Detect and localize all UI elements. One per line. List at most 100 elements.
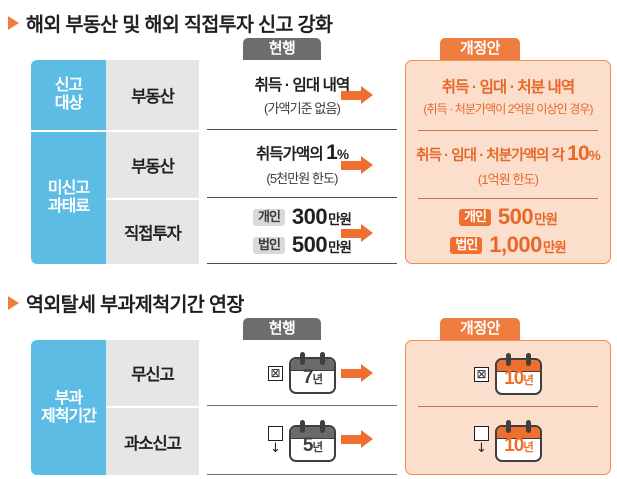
arrow-head <box>361 156 373 174</box>
down-arrow-icon: ↓ <box>270 441 281 456</box>
chip-individual: 개인 <box>459 208 491 226</box>
calendar-group-current-2: ↓ 5년 <box>268 419 336 462</box>
sublabel-row-1: 부동산 <box>106 60 199 130</box>
calendar-ring-left-icon <box>506 353 511 366</box>
blue-label-reporting-target-line1: 신고 <box>54 77 83 95</box>
current-row1-sub: (가액기준 없음) <box>264 101 341 116</box>
table-reporting-requirements: 신고 대상 미신고 과태료 부동산 부동산 직접투자 취득 · 임대 내역 (가… <box>31 60 611 264</box>
triangle-bullet-icon <box>8 295 19 310</box>
calendar-group-current-1: ⊠ 7년 <box>268 352 336 394</box>
calendar-year-unit: 년 <box>312 441 323 454</box>
divider <box>418 405 598 407</box>
calendar-ring-left-icon <box>300 352 305 365</box>
current-row3-unit-1: 만원 <box>328 212 352 227</box>
calendar-year-number: 7 <box>302 367 314 388</box>
blue-label-column: 신고 대상 미신고 과태료 <box>31 60 106 264</box>
triangle-bullet-icon <box>8 15 19 30</box>
blue-label-penalty: 미신고 과태료 <box>31 132 106 264</box>
blue-label-reporting-target-line2: 대상 <box>54 95 83 112</box>
arrow-shaft <box>341 368 361 378</box>
calendar-ring-right-icon <box>526 419 531 433</box>
revised-row2-main-num: 10 <box>567 142 589 165</box>
divider <box>207 404 397 406</box>
calendar-year-revised-2: 10년 <box>495 435 542 457</box>
calendar-year-unit: 년 <box>523 375 534 387</box>
arrow-row-1 <box>341 86 373 104</box>
arrow-head <box>361 224 373 242</box>
current-period-row-2: ↓ 5년 <box>199 406 405 475</box>
table-assessment-period: 부과 제척기간 무신고 과소신고 ⊠ 7년 <box>31 340 611 475</box>
blue-label-column-2: 부과 제척기간 <box>31 340 106 475</box>
current-row1-main: 취득 · 임대 내역 <box>254 77 351 94</box>
current-column-2: ⊠ 7년 ↓ <box>199 340 405 475</box>
current-row3-item-1: 개인 300만원 <box>253 204 352 230</box>
divider <box>207 262 397 264</box>
divider <box>207 473 397 475</box>
mark-column: ↓ <box>474 426 489 455</box>
divider <box>418 197 598 199</box>
calendar-icon-current-1: 7년 <box>289 352 336 394</box>
divider <box>418 129 598 131</box>
revised-row3-amount-1: 500 <box>497 204 534 229</box>
current-cell-row-1: 취득 · 임대 내역 (가액기준 없음) <box>199 60 405 130</box>
blue-label-reporting-target: 신고 대상 <box>31 60 106 130</box>
revised-row3-unit-1: 만원 <box>534 212 558 227</box>
revised-row3-item-2: 법인 1,000만원 <box>450 232 567 258</box>
current-row3-amount-1: 300 <box>291 204 328 229</box>
revised-row2-main-pre: 취득 · 임대 · 처분가액의 각 <box>416 148 568 164</box>
arrow-row-2 <box>341 156 373 174</box>
revised-period-row-2: ↓ 10년 <box>406 407 610 474</box>
arrow-head <box>361 86 373 104</box>
calendar-ring-right-icon <box>320 352 325 365</box>
badge-revised-1: 개정안 <box>440 38 520 60</box>
section-1-title-text: 해외 부동산 및 해외 직접투자 신고 강화 <box>26 14 333 36</box>
revised-row2-main-pct: % <box>588 148 601 163</box>
arrow-shaft <box>341 228 361 238</box>
revised-row1-sub: (취득 · 처분가액이 2억원 이상인 경우) <box>423 102 593 116</box>
chip-corporate: 법인 <box>253 236 285 254</box>
crossed-checkbox-icon: ⊠ <box>268 365 283 381</box>
current-row3-amount-2: 500 <box>291 232 328 257</box>
calendar-icon-revised-2: 10년 <box>495 419 542 462</box>
section-1-title: 해외 부동산 및 해외 직접투자 신고 강화 <box>8 8 333 37</box>
current-cell-row-2: 취득가액의 1% (5천만원 한도) <box>199 130 405 198</box>
calendar-ring-right-icon <box>526 353 531 366</box>
arrow-row-3 <box>341 224 373 242</box>
sublabel-under-report: 과소신고 <box>106 408 199 475</box>
arrow-head <box>361 364 373 382</box>
badge-current-1: 현행 <box>243 38 321 60</box>
sublabel-row-3: 직접투자 <box>106 200 199 264</box>
current-row3-unit-2: 만원 <box>328 240 352 255</box>
arrow-period-row-1 <box>341 364 373 382</box>
divider <box>207 128 397 130</box>
current-row3-item-2: 법인 500만원 <box>253 232 352 258</box>
blue-label-assessment-line2: 제척기간 <box>41 407 97 425</box>
arrow-period-row-2 <box>341 430 373 448</box>
sublabel-row-2: 부동산 <box>106 132 199 198</box>
mark-column: ⊠ <box>474 366 489 382</box>
gray-sublabel-column-2: 무신고 과소신고 <box>106 340 199 475</box>
calendar-group-revised-1: ⊠ 10년 <box>474 353 542 395</box>
current-column-1: 취득 · 임대 내역 (가액기준 없음) 취득가액의 1% (5천만원 한도) … <box>199 60 405 264</box>
blue-label-assessment-line1: 부과 <box>54 389 83 407</box>
revised-row3-item-1: 개인 500만원 <box>459 204 558 230</box>
badge-current-2: 현행 <box>243 318 321 340</box>
mark-column: ↓ <box>268 426 283 455</box>
calendar-year-unit: 년 <box>312 374 323 386</box>
empty-checkbox-icon <box>268 426 283 441</box>
gray-sublabel-column: 부동산 부동산 직접투자 <box>106 60 199 264</box>
current-row2-main-num: 1 <box>326 141 338 164</box>
calendar-year-revised-1: 10년 <box>495 368 542 390</box>
calendar-icon-current-2: 5년 <box>289 419 336 462</box>
revised-cell-row-3: 개인 500만원 법인 1,000만원 <box>406 199 610 263</box>
section-2-title: 역외탈세 부과제척기간 연장 <box>8 288 244 317</box>
calendar-ring-right-icon <box>320 419 325 433</box>
blue-label-penalty-line2: 과태료 <box>47 198 90 215</box>
calendar-year-number: 5 <box>302 434 314 456</box>
calendar-year-unit: 년 <box>523 441 534 454</box>
calendar-year-current-1: 7년 <box>289 367 336 389</box>
arrow-shaft <box>341 434 361 444</box>
blue-label-penalty-line1: 미신고 <box>47 180 90 198</box>
arrow-head <box>361 430 373 448</box>
revised-cell-row-2: 취득 · 임대 · 처분가액의 각 10% (1억원 한도) <box>406 131 610 199</box>
